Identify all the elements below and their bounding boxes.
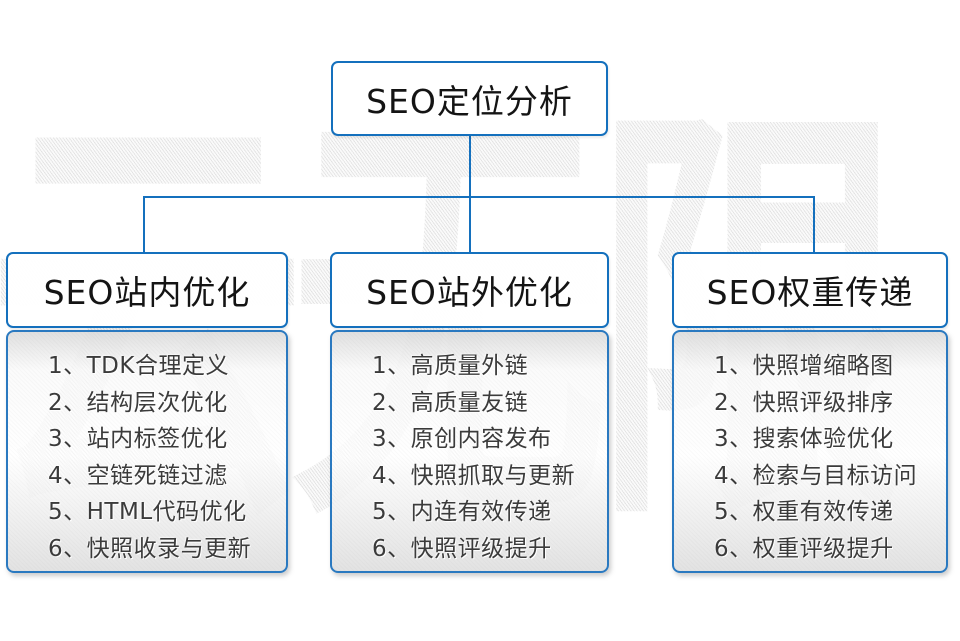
- onsite-header-title: SEO站内优化: [43, 273, 251, 312]
- list-item: 6、快照收录与更新: [48, 535, 252, 562]
- column-weight-transfer: SEO权重传递 1、快照增缩略图 2、快照评级排序 3、搜索体验优化 4、检索与…: [672, 252, 948, 573]
- connector-drop-center: [469, 196, 471, 254]
- node-weight-header: SEO权重传递: [672, 252, 948, 328]
- column-offsite-optimization: SEO站外优化 1、高质量外链 2、高质量友链 3、原创内容发布 4、快照抓取与…: [330, 252, 609, 573]
- list-item: 3、搜索体验优化: [714, 426, 894, 452]
- list-item: 1、TDK合理定义: [48, 353, 229, 379]
- onsite-list-panel: 1、TDK合理定义 2、结构层次优化 3、站内标签优化 4、空链死链过滤 5、H…: [6, 330, 288, 573]
- weight-header-title: SEO权重传递: [706, 273, 914, 312]
- list-item: 6、权重评级提升: [714, 535, 894, 562]
- list-item: 2、高质量友链: [372, 389, 529, 416]
- offsite-list-panel: 1、高质量外链 2、高质量友链 3、原创内容发布 4、快照抓取与更新 5、内连有…: [330, 330, 609, 573]
- list-item: 5、HTML代码优化: [48, 499, 247, 525]
- list-item: 6、快照评级提升: [372, 535, 552, 562]
- connector-root-vertical: [469, 135, 471, 197]
- node-offsite-header: SEO站外优化: [330, 252, 609, 328]
- weight-list-panel: 1、快照增缩略图 2、快照评级排序 3、搜索体验优化 4、检索与目标访问 5、权…: [672, 330, 948, 573]
- list-item: 1、快照增缩略图: [714, 353, 894, 379]
- node-seo-positioning-analysis: SEO定位分析: [331, 61, 608, 136]
- list-item: 3、原创内容发布: [372, 426, 552, 452]
- list-item: 4、检索与目标访问: [714, 462, 918, 489]
- list-item: 5、权重有效传递: [714, 499, 894, 525]
- list-item: 1、高质量外链: [372, 353, 529, 379]
- list-item: 4、快照抓取与更新: [372, 462, 576, 489]
- list-item: 4、空链死链过滤: [48, 462, 228, 489]
- offsite-header-title: SEO站外优化: [366, 273, 573, 312]
- list-item: 5、内连有效传递: [372, 499, 552, 525]
- node-onsite-header: SEO站内优化: [6, 252, 288, 328]
- connector-drop-right: [813, 196, 815, 254]
- column-onsite-optimization: SEO站内优化 1、TDK合理定义 2、结构层次优化 3、站内标签优化 4、空链…: [6, 252, 288, 573]
- list-item: 2、结构层次优化: [48, 389, 228, 416]
- list-item: 2、快照评级排序: [714, 389, 894, 416]
- connector-drop-left: [143, 196, 145, 254]
- connector-horizontal-bus: [143, 196, 815, 198]
- list-item: 3、站内标签优化: [48, 426, 228, 452]
- root-node-title: SEO定位分析: [366, 81, 573, 121]
